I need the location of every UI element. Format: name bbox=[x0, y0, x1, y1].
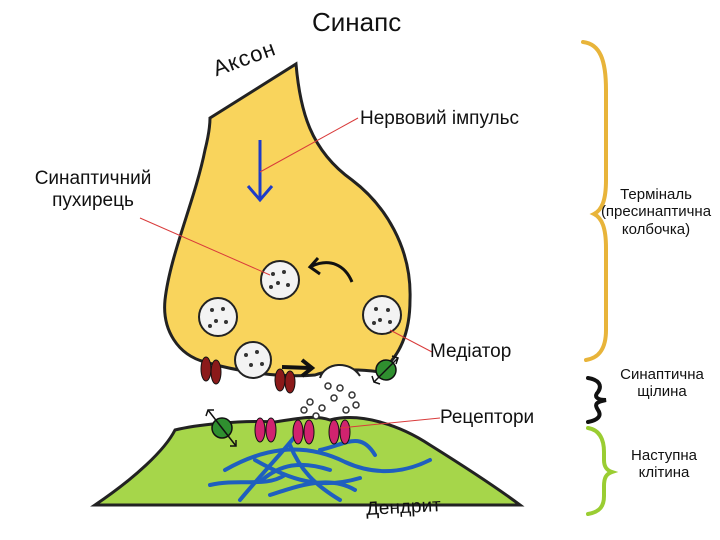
label-line: Синаптична bbox=[620, 366, 704, 383]
presynaptic-terminal bbox=[163, 61, 412, 378]
vesicles bbox=[198, 260, 402, 379]
impulse-arrow bbox=[246, 140, 274, 203]
cleft-bracket bbox=[586, 376, 607, 424]
mediator-molecules bbox=[300, 382, 360, 420]
label-terminal: Терміналь (пресинаптична колбочка) bbox=[592, 186, 720, 238]
label-dendrite: Дендрит bbox=[365, 495, 442, 520]
label-receptors: Рецептори bbox=[440, 407, 535, 428]
transport-arrow bbox=[281, 358, 316, 378]
curved-arrow bbox=[307, 257, 354, 283]
label-line: колбочка) bbox=[621, 220, 691, 238]
label-synaptic-cleft: Синаптична щілина bbox=[604, 366, 720, 401]
leader-lines bbox=[139, 117, 441, 429]
release-opening bbox=[319, 364, 361, 379]
diagram-title: Синапс bbox=[312, 7, 402, 37]
label-line: щілина bbox=[637, 383, 687, 401]
next-cell-bracket bbox=[586, 426, 619, 516]
label-next-cell: Наступна клітина bbox=[612, 447, 716, 482]
label-line: Терміналь bbox=[620, 186, 692, 203]
label-line: клітина bbox=[638, 464, 690, 482]
label-line: (пресинаптична bbox=[600, 203, 712, 221]
label-line: Наступна bbox=[631, 447, 697, 464]
receptors bbox=[254, 417, 351, 445]
label-line: пухирець bbox=[52, 189, 134, 211]
label-line: Синаптичний bbox=[34, 168, 152, 189]
presynaptic-channels bbox=[200, 356, 296, 394]
dendrite-body bbox=[90, 415, 525, 507]
label-mediator: Медіатор bbox=[430, 341, 512, 362]
terminal-bracket bbox=[581, 40, 608, 362]
vesicle-dots bbox=[208, 270, 392, 367]
transporters bbox=[205, 355, 399, 447]
label-synaptic-vesicle: Синаптичний пухирець bbox=[8, 168, 178, 212]
label-nerve-impulse: Нервовий імпульс bbox=[360, 108, 520, 129]
